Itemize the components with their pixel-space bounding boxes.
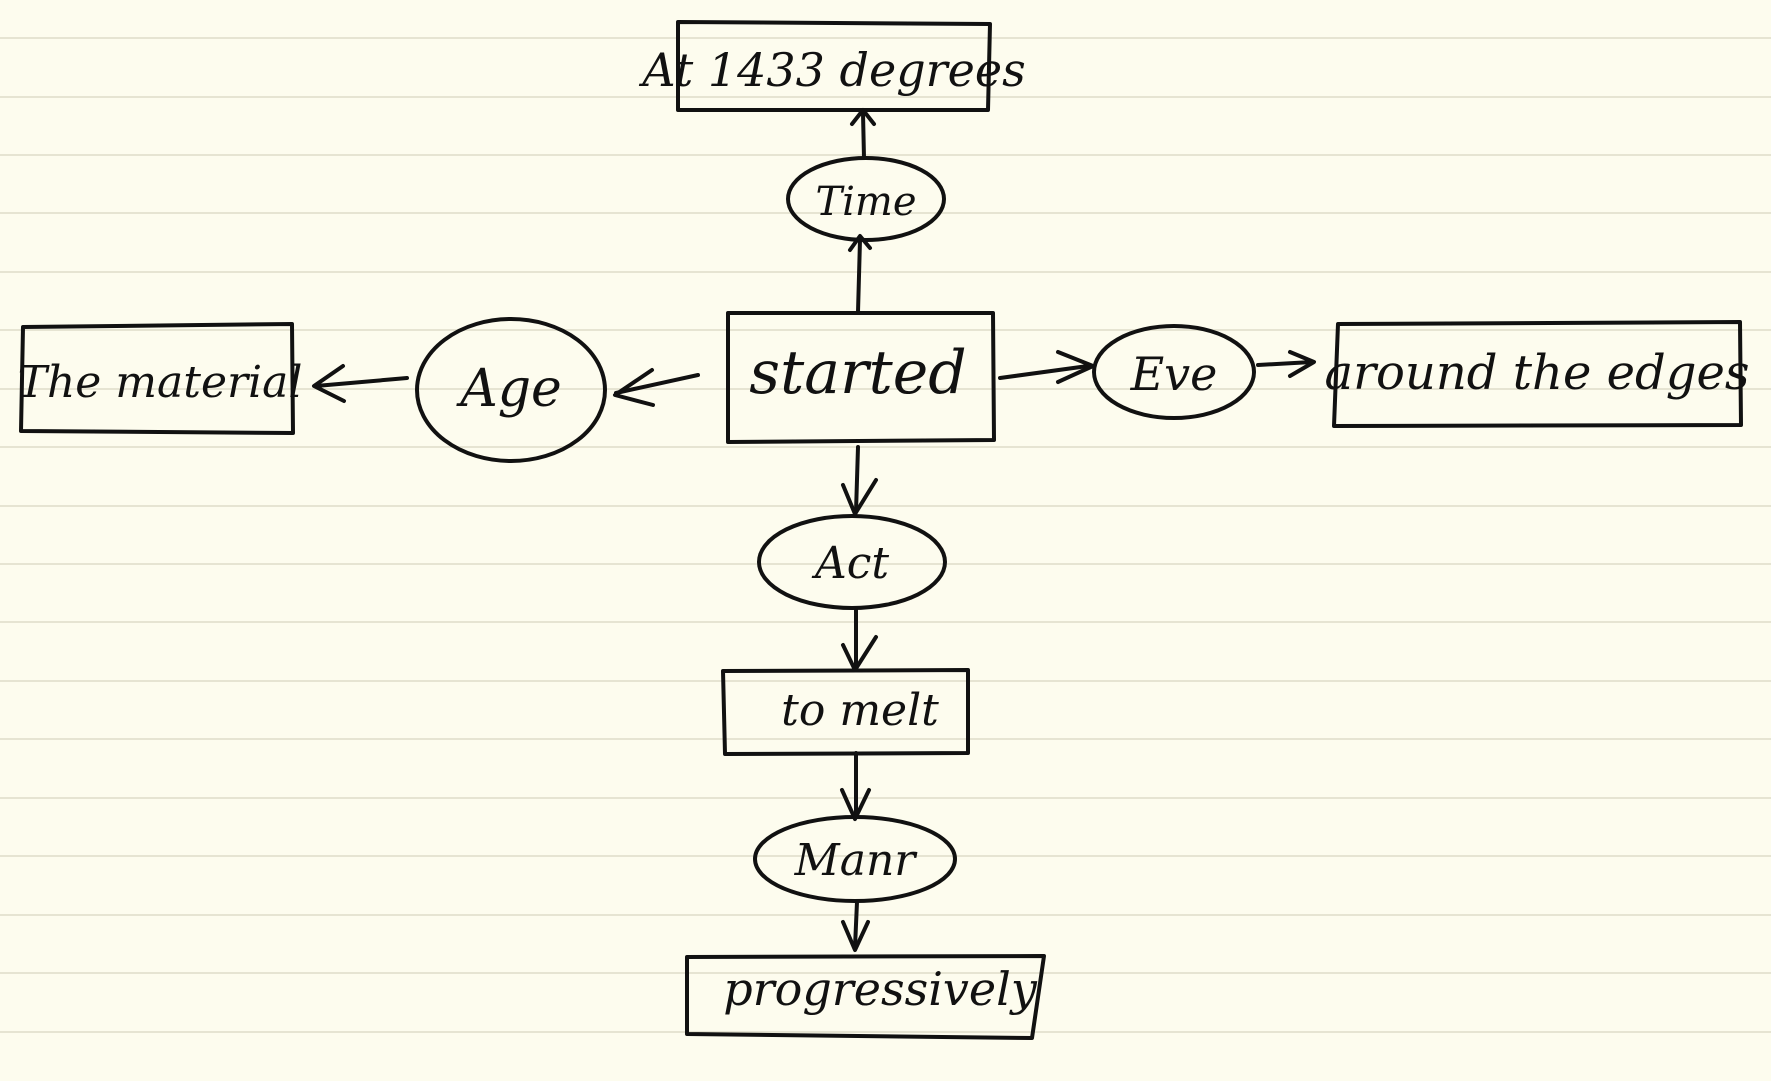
arrowhead-melt: [841, 635, 878, 672]
edge-center-to-time: [856, 238, 862, 314]
time-ellipse-label: Time: [815, 179, 916, 225]
box-melt-outline: [721, 668, 970, 756]
ellipse-eve: [1092, 324, 1256, 420]
box-left-outline: [19, 322, 295, 435]
edge-manr-to-bottom-box: [853, 900, 859, 949]
edge-center-to-eve: [998, 364, 1090, 380]
box-right-outline: [1332, 320, 1743, 428]
arrowhead-age: [613, 368, 655, 407]
bottom-box-label: progressively: [723, 962, 1038, 1016]
center-box-label: started: [749, 338, 966, 408]
arrowhead-left-box: [312, 364, 346, 403]
edge-center-to-act: [854, 445, 860, 514]
act-ellipse-label: Act: [811, 538, 889, 589]
box-center-outline: [726, 311, 996, 444]
right-box-label: around the edges: [1324, 345, 1749, 401]
arrowhead-act: [841, 478, 878, 516]
edge-center-to-age: [614, 373, 700, 395]
eve-ellipse-label: Eve: [1130, 347, 1218, 401]
ellipse-age: [415, 317, 607, 463]
ellipse-time: [786, 156, 946, 242]
arrowhead-right-box: [1288, 350, 1316, 378]
manr-ellipse-label: Manr: [794, 835, 919, 886]
edge-eve-to-right-box: [1256, 360, 1314, 367]
notebook-ruled-lines: [0, 37, 1771, 1033]
arrowhead-time: [848, 234, 872, 252]
edge-age-to-left-box: [314, 376, 409, 388]
left-box-label: The material: [18, 357, 303, 408]
box-bottom-outline: [685, 954, 1046, 1040]
arrowhead-bottom-box: [841, 920, 870, 952]
melt-box-label: to melt: [781, 685, 939, 736]
ellipse-act: [757, 514, 947, 610]
edge-time-to-top-box: [861, 111, 866, 160]
box-top-outline: [676, 20, 992, 112]
age-ellipse-label: Age: [456, 359, 562, 419]
top-box-label: At 1433 degrees: [638, 43, 1025, 97]
ellipse-manr: [753, 815, 957, 903]
